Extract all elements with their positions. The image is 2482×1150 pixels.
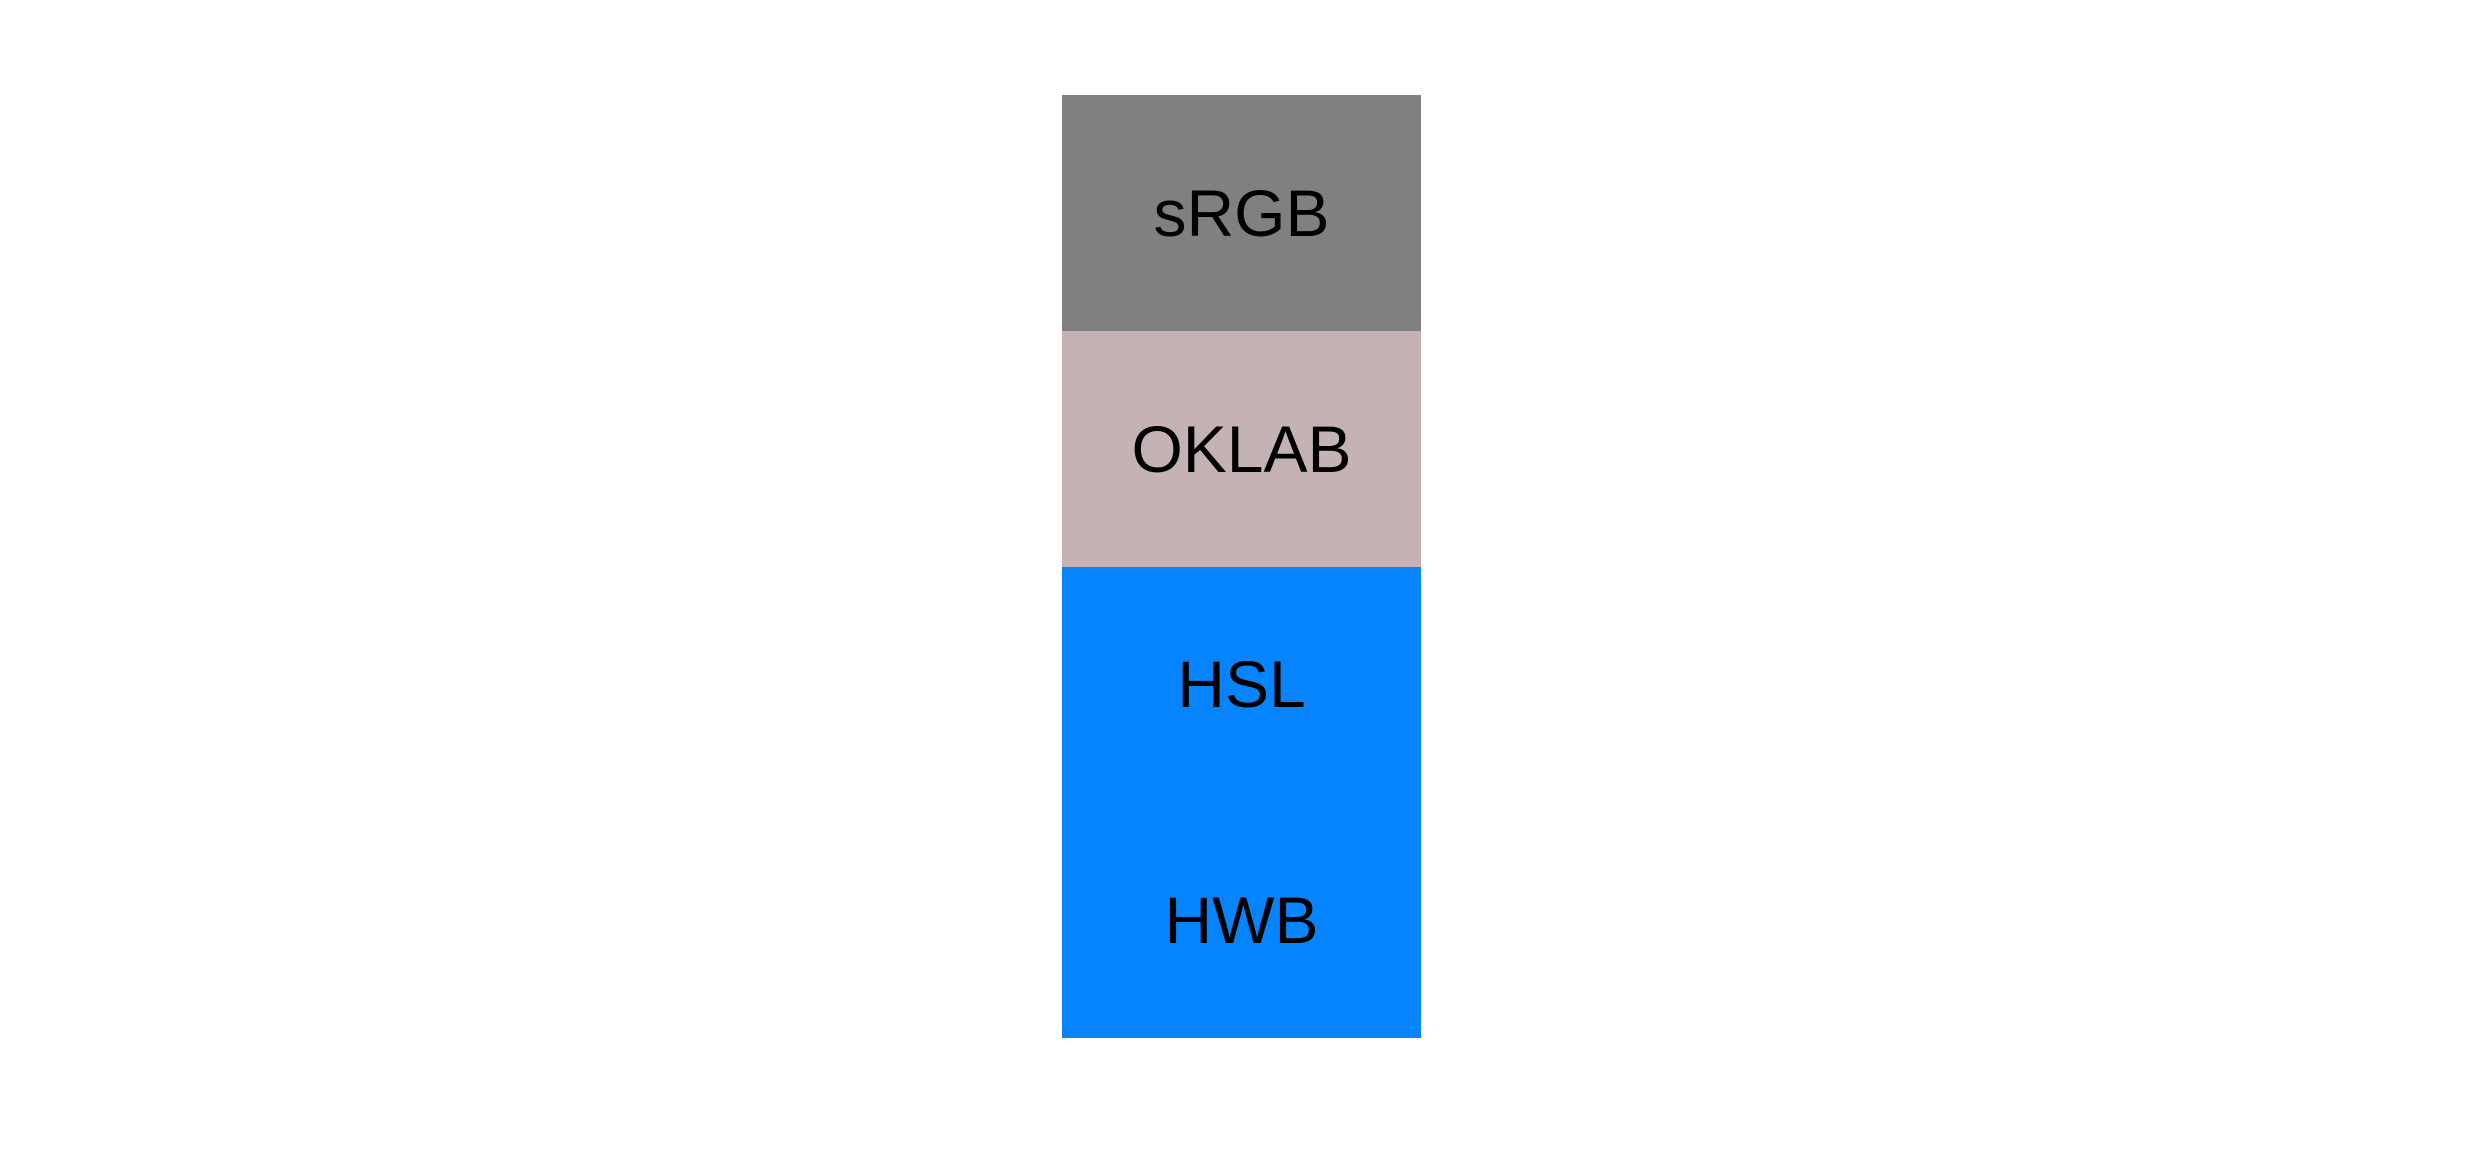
swatch-srgb-label: sRGB xyxy=(1153,175,1330,250)
swatch-hsl[interactable]: HSL xyxy=(1062,566,1421,803)
swatch-hwb[interactable]: HWB xyxy=(1062,802,1421,1038)
swatch-oklab-label: OKLAB xyxy=(1131,411,1352,486)
swatch-srgb[interactable]: sRGB xyxy=(1062,95,1421,331)
swatch-hwb-label: HWB xyxy=(1164,883,1319,958)
color-space-swatch-stack: sRGB OKLAB HSL HWB xyxy=(1062,95,1421,1038)
swatch-oklab[interactable]: OKLAB xyxy=(1062,330,1421,567)
swatch-hsl-label: HSL xyxy=(1177,647,1306,722)
